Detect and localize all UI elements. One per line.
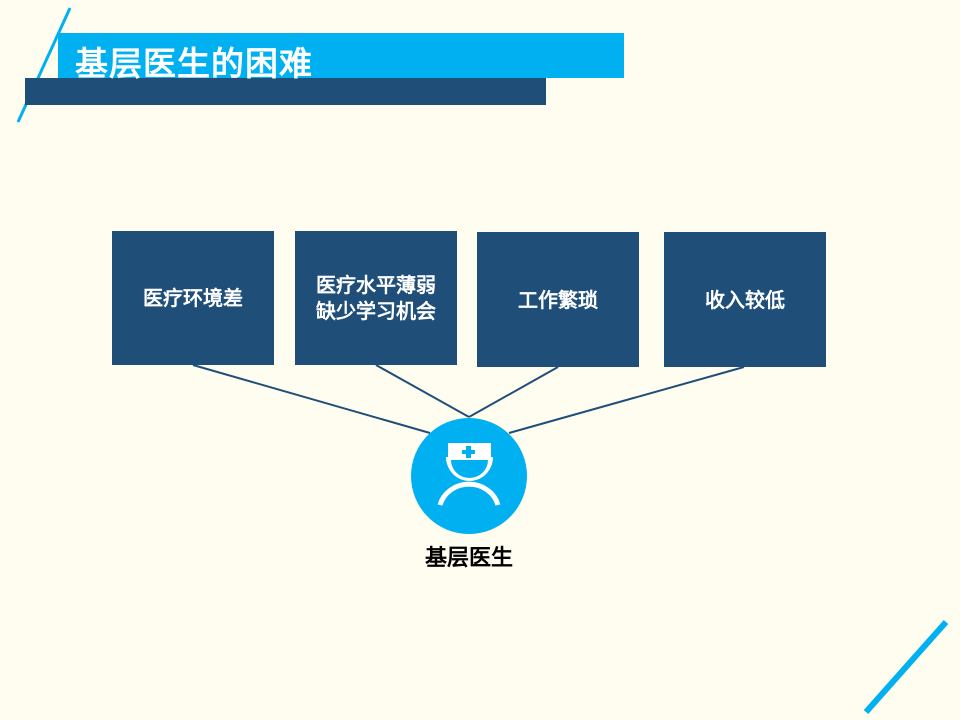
difficulty-label: 医疗水平薄弱	[316, 273, 436, 297]
difficulty-box-environment: 医疗环境差	[112, 231, 274, 365]
title-bar-accent	[58, 33, 624, 78]
doctor-icon	[437, 443, 501, 506]
doctor-label: 基层医生	[424, 546, 513, 571]
page-title: 基层医生的困难	[75, 44, 313, 83]
connector-line-1	[192, 364, 431, 434]
difficulty-box-income: 收入较低	[664, 232, 826, 367]
connector-line-4	[508, 366, 745, 434]
connector-line-2	[375, 364, 470, 418]
difficulty-box-workload: 工作繁琐	[477, 232, 639, 367]
corner-slash-line	[863, 620, 949, 714]
difficulty-label: 收入较低	[705, 287, 785, 312]
title-bar-dark	[25, 78, 546, 105]
difficulty-label: 工作繁琐	[518, 287, 598, 312]
difficulty-label: 医疗环境差	[143, 286, 243, 310]
difficulty-label: 缺少学习机会	[316, 299, 436, 323]
connector-line-3	[468, 366, 559, 418]
difficulty-box-skill: 医疗水平薄弱缺少学习机会	[295, 231, 457, 365]
